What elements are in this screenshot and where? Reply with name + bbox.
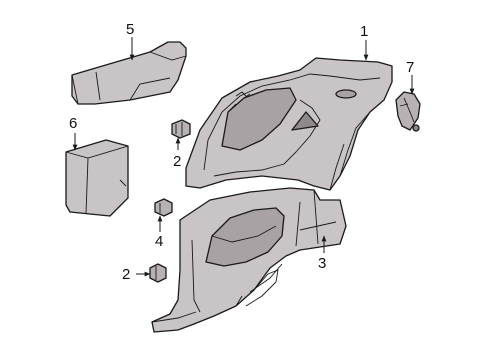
part-2-clip-upper — [171, 119, 191, 139]
part-1-quarter-trim-upper — [185, 57, 393, 191]
callout-4: 4 — [155, 233, 163, 250]
callout-2-upper: 2 — [173, 153, 181, 170]
part-3-quarter-trim-lower — [151, 187, 347, 333]
callout-7: 7 — [406, 59, 414, 76]
callout-2-lower: 2 — [122, 266, 130, 283]
part-6-insulator-block — [65, 139, 129, 217]
part-2-clip-lower — [149, 263, 167, 283]
part-4-clip — [154, 198, 173, 217]
part-7-bracket — [395, 91, 421, 132]
callout-6: 6 — [69, 115, 77, 132]
leader-lines — [72, 37, 415, 277]
callout-5: 5 — [126, 21, 134, 38]
callout-3: 3 — [318, 255, 326, 272]
callout-1: 1 — [360, 23, 368, 40]
part-5-trim-panel — [71, 41, 187, 105]
